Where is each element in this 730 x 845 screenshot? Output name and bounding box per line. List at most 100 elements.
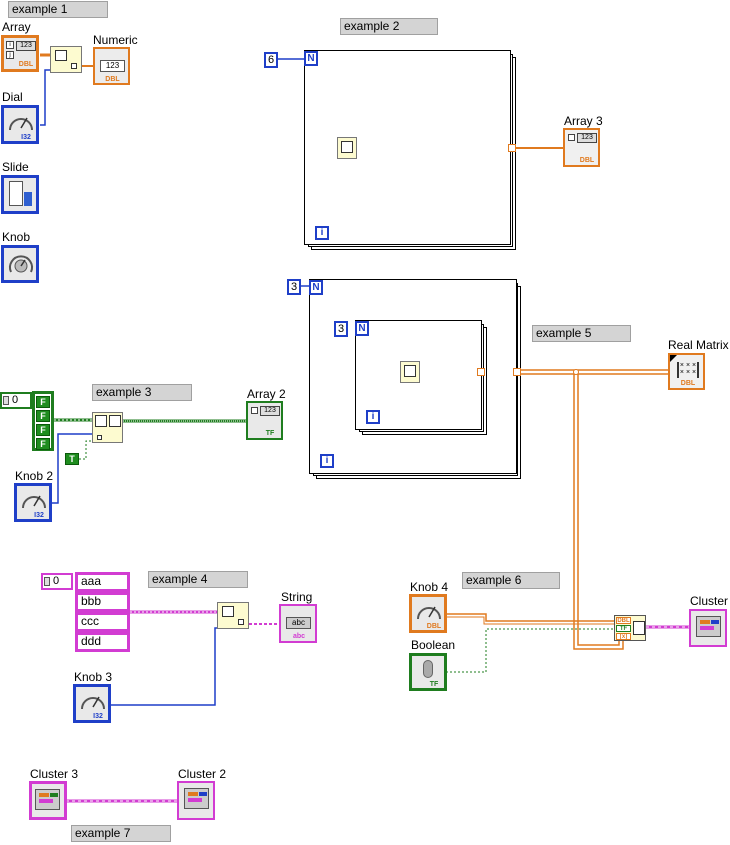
abc-tag: abc [292, 633, 306, 640]
true-constant[interactable]: T [65, 453, 79, 465]
knob-label: Knob [2, 230, 31, 244]
string-array-index[interactable]: 0 [41, 573, 73, 590]
matrix-icon: × × ×× × × [677, 362, 699, 378]
bool-array-element[interactable]: F [36, 424, 50, 436]
loop5-outer-i-terminal[interactable]: i [320, 454, 334, 468]
knob-icon [22, 495, 46, 509]
wire-junction-5 [573, 369, 579, 375]
array3-indicator[interactable]: 123 DBL [563, 128, 600, 167]
loop2-count-constant[interactable]: 6 [264, 52, 278, 68]
example-1-label[interactable]: example 1 [8, 1, 108, 18]
loop5-inner-n-terminal[interactable]: N [355, 321, 369, 336]
dial-terminal[interactable]: I32 [1, 105, 39, 144]
cluster-str-elem-icon [39, 799, 53, 803]
knob-icon [417, 606, 441, 620]
wire-boolean-to-bundle[interactable] [446, 628, 614, 673]
wire-matrix-to-bundle-2[interactable] [577, 374, 620, 646]
bundle-node[interactable]: DBL TF [x] [614, 615, 646, 641]
example-4-label[interactable]: example 4 [148, 571, 248, 588]
cluster-label: Cluster [690, 594, 729, 608]
reshape-output-icon [109, 415, 121, 427]
i32-tag: I32 [34, 512, 44, 519]
slide-terminal[interactable] [1, 175, 39, 214]
example-3-label[interactable]: example 3 [92, 384, 192, 401]
random-number-node-2[interactable] [337, 137, 357, 159]
wire-true-to-reshape[interactable] [79, 440, 92, 460]
loop5-inner-output-tunnel[interactable] [477, 368, 485, 376]
knob4-terminal[interactable]: DBL [409, 594, 447, 633]
loop5-inner-count-constant[interactable]: 3 [334, 321, 348, 337]
string-indicator[interactable]: abc abc [279, 604, 317, 643]
random-number-node-5[interactable] [400, 361, 420, 383]
knob2-terminal[interactable]: I32 [14, 483, 52, 522]
for-loop-2[interactable] [304, 50, 511, 245]
wire-knob4-to-bundle[interactable] [446, 613, 614, 622]
knob2-label: Knob 2 [15, 469, 54, 483]
example-7-label[interactable]: example 7 [71, 825, 171, 842]
example-2-label[interactable]: example 2 [340, 18, 438, 35]
array2-label: Array 2 [247, 387, 286, 401]
cluster-str-elem-icon [700, 626, 714, 630]
string-array-element[interactable]: ccc [75, 612, 130, 632]
cluster2-indicator[interactable] [177, 781, 215, 820]
loop2-i-terminal[interactable]: i [315, 226, 329, 240]
example-5-label[interactable]: example 5 [532, 325, 631, 342]
index-array-small-icon [238, 619, 244, 625]
array-index-icon-j: j [6, 51, 14, 59]
boolean-terminal[interactable]: TF [409, 653, 447, 691]
bool-array-element[interactable]: F [36, 396, 50, 408]
dice-icon [404, 365, 416, 377]
wire-knob2-to-reshape[interactable] [52, 433, 92, 504]
string-array-element[interactable]: aaa [75, 572, 130, 592]
index-array-node[interactable] [217, 602, 249, 629]
knob3-terminal[interactable]: I32 [73, 684, 111, 723]
wire-knob4-to-bundle-b[interactable] [446, 616, 614, 625]
cluster-int-elem-icon [199, 792, 207, 796]
loop2-output-tunnel[interactable] [508, 144, 516, 152]
loop5-outer-output-tunnel[interactable] [513, 368, 521, 376]
build-array-small-icon [71, 63, 77, 69]
slide-label: Slide [2, 160, 29, 174]
knob3-label: Knob 3 [74, 670, 113, 684]
numeric-display-icon: 123 [16, 41, 36, 51]
bool-array-element[interactable]: F [36, 438, 50, 450]
dbl-tag: DBL [579, 157, 595, 164]
bool-array-index[interactable]: 0 [0, 392, 32, 409]
dbl-tag: DBL [105, 76, 120, 83]
string-array-element[interactable]: bbb [75, 592, 130, 612]
cluster3-terminal[interactable] [29, 781, 67, 820]
real-matrix-indicator[interactable]: × × ×× × × DBL [668, 353, 705, 390]
bundle-dbl-input: DBL [616, 617, 631, 624]
example-6-label[interactable]: example 6 [462, 572, 560, 589]
array-terminal[interactable]: i j 123 DBL [1, 35, 39, 72]
string-array-index-value: 0 [53, 575, 60, 587]
knob4-label: Knob 4 [410, 580, 449, 594]
cluster-int-elem-icon [711, 620, 719, 624]
bundle-icon [633, 621, 645, 635]
array3-index-icon [568, 134, 575, 141]
reshape-array-node[interactable] [92, 412, 123, 443]
numeric-indicator[interactable]: 123 DBL [93, 47, 130, 85]
cluster-indicator[interactable] [689, 609, 727, 647]
cluster-dbl-elem-icon [39, 793, 49, 797]
knob-icon [81, 696, 105, 710]
loop5-inner-i-terminal[interactable]: i [366, 410, 380, 424]
array2-indicator[interactable]: 123 TF [246, 401, 283, 440]
wire-knob3-to-index[interactable] [110, 627, 217, 706]
wire-matrix-to-bundle[interactable] [573, 374, 624, 650]
string-array-element[interactable]: ddd [75, 632, 130, 652]
loop2-n-terminal[interactable]: N [304, 51, 318, 66]
index-array-icon [222, 606, 234, 617]
bool-array-element[interactable]: F [36, 410, 50, 422]
knob-terminal[interactable] [1, 245, 39, 283]
dbl-tag: DBL [680, 380, 696, 387]
cluster-icon [35, 789, 60, 810]
dice-icon [341, 141, 353, 153]
build-array-node[interactable] [50, 46, 82, 73]
loop5-outer-n-terminal[interactable]: N [309, 280, 323, 295]
cluster-bool-elem-icon [50, 793, 58, 797]
wire-dial-to-build[interactable] [40, 69, 50, 126]
loop5-outer-count-constant[interactable]: 3 [287, 279, 301, 295]
bool-array-constant[interactable]: F F F F [32, 391, 54, 451]
